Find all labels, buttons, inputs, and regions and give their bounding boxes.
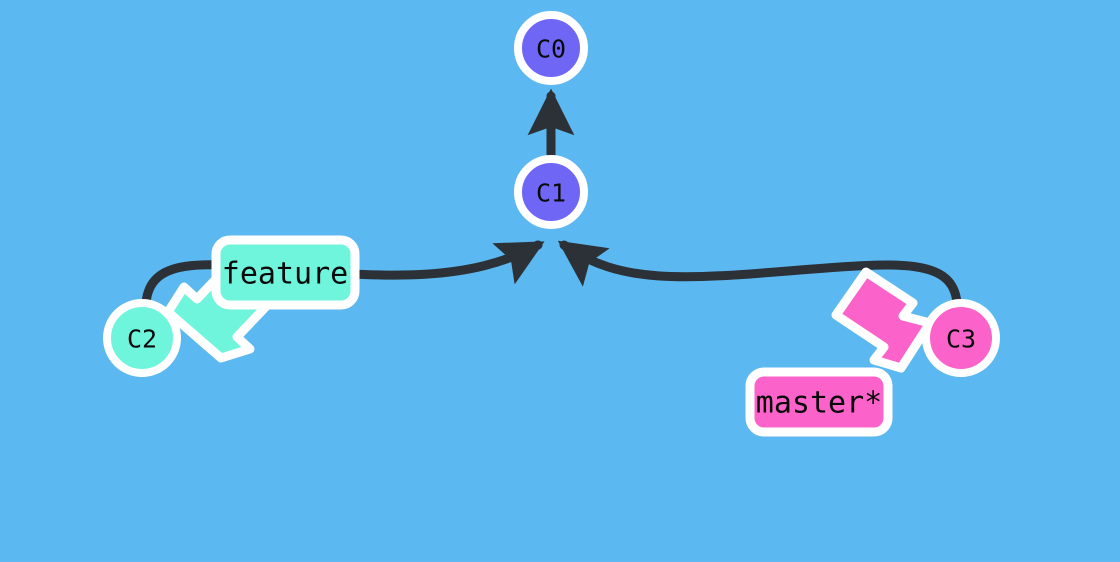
branch-label-feature-text: feature xyxy=(222,257,348,292)
commit-circle-c1[interactable] xyxy=(514,155,588,229)
branch-label-master-box[interactable] xyxy=(745,367,893,437)
branch-label-feature[interactable]: feature xyxy=(211,235,360,310)
commit-node-c0[interactable]: C0 xyxy=(514,11,588,85)
commit-label-c2: C2 xyxy=(127,325,157,354)
commit-node-c3[interactable]: C3 xyxy=(922,299,1000,377)
master-label-pointer xyxy=(831,267,935,373)
branch-label-master-text: master* xyxy=(756,386,882,421)
commit-label-c1: C1 xyxy=(536,179,566,208)
branch-label-master[interactable]: master* xyxy=(745,367,893,437)
master-pointer-arrow xyxy=(831,267,935,373)
commit-circle-c2[interactable] xyxy=(103,299,181,377)
commit-circle-c3[interactable] xyxy=(922,299,1000,377)
commit-node-c2[interactable]: C2 xyxy=(103,299,181,377)
commit-label-c3: C3 xyxy=(946,325,976,354)
commit-label-c0: C0 xyxy=(536,35,566,64)
branch-label-feature-box[interactable] xyxy=(211,235,360,310)
commit-node-c1[interactable]: C1 xyxy=(514,155,588,229)
edge-c3-to-c1 xyxy=(557,240,962,308)
commit-circle-c0[interactable] xyxy=(514,11,588,85)
